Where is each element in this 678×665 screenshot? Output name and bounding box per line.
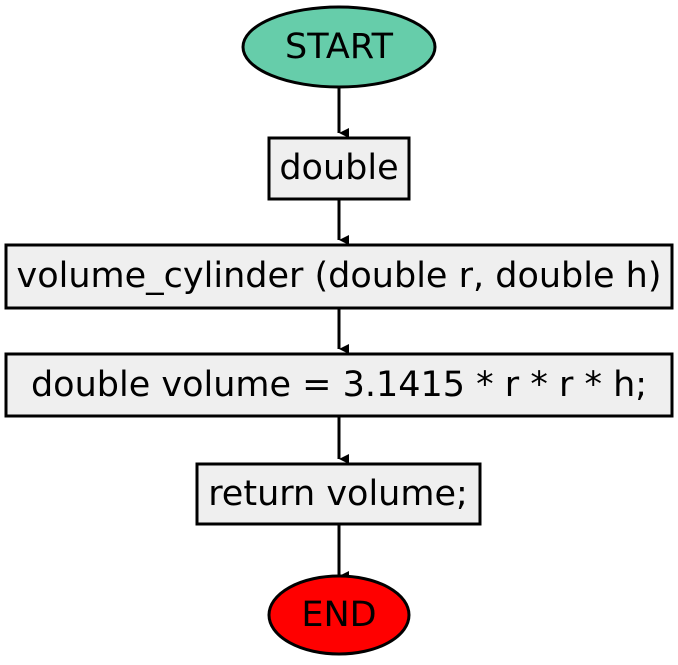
end-node-shape	[267, 574, 411, 656]
process-node-volume-calc-shape	[4, 352, 674, 418]
process-node-function-signature-label: volume_cylinder (double r, double h)	[17, 256, 662, 296]
process-node-return-statement-shape	[195, 462, 482, 526]
end-node-label: END	[301, 595, 376, 635]
process-node-function-signature: volume_cylinder (double r, double h)	[4, 243, 674, 310]
process-node-volume-calc: double volume = 3.1415 * r * r * h;	[4, 352, 674, 418]
end-node: END	[267, 574, 411, 656]
process-node-return-type-shape	[267, 136, 411, 201]
process-node-return-statement-label: return volume;	[208, 474, 468, 514]
start-node-label: START	[285, 27, 394, 67]
start-node: START	[241, 5, 437, 89]
start-node-shape	[241, 5, 437, 89]
process-node-volume-calc-label: double volume = 3.1415 * r * r * h;	[31, 365, 647, 405]
process-node-return-statement: return volume;	[195, 462, 482, 526]
process-node-return-type-label: double	[279, 148, 398, 188]
process-node-function-signature-shape	[4, 243, 674, 310]
process-node-return-type: double	[267, 136, 411, 201]
